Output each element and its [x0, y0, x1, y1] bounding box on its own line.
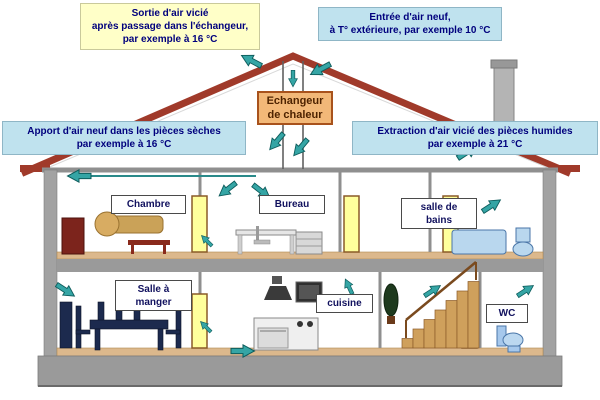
callout-line: Entrée d'air neuf,	[369, 12, 451, 23]
exchanger-line: Echangeur	[266, 95, 324, 107]
airflow-arrow-icon	[238, 49, 265, 72]
heat-exchanger-box: Echangeur de chaleur	[257, 91, 333, 125]
callout-line: après passage dans l'échangeur,	[91, 21, 249, 32]
plant	[383, 283, 399, 324]
room-label-cuisine: cuisine	[316, 294, 373, 313]
room-label-salle-de-bains: salle de bains	[401, 198, 477, 229]
callout-line: par exemple à 16 °C	[122, 34, 218, 45]
door	[191, 293, 208, 349]
callout-line: par exemple à 21 °C	[427, 139, 523, 150]
room-label-text: cuisine	[327, 298, 362, 309]
office-furniture	[235, 226, 323, 255]
callout-fresh-air-inlet: Entrée d'air neuf, à T° extérieure, par …	[318, 7, 502, 41]
callout-line: par exemple à 16 °C	[76, 139, 172, 150]
door	[191, 195, 208, 253]
room-label-text: Chambre	[126, 199, 171, 210]
room-label-text: Bureau	[274, 199, 310, 210]
airflow-arrow-icon	[479, 194, 504, 217]
callout-stale-air-exit: Sortie d'air vicié après passage dans l'…	[80, 3, 260, 50]
stairs	[401, 261, 480, 349]
room-label-text: manger	[135, 296, 172, 308]
bathroom-fixtures	[451, 227, 534, 257]
callout-fresh-air-supply: Apport d'air neuf dans les pièces sèches…	[2, 121, 246, 155]
walls-and-floors	[37, 167, 563, 387]
callout-line: Extraction d'air vicié des pièces humide…	[377, 126, 573, 137]
room-label-text: Salle à	[137, 283, 170, 295]
room-label-chambre: Chambre	[111, 195, 186, 214]
kitchen-appliances	[253, 276, 323, 351]
callout-line: Apport d'air neuf dans les pièces sèches	[27, 126, 221, 137]
exchanger-line: de chaleur	[267, 108, 323, 121]
room-label-text: salle de	[420, 201, 458, 213]
door	[343, 195, 360, 253]
airflow-arrow-icon	[514, 280, 537, 301]
callout-line: Sortie d'air vicié	[131, 8, 209, 19]
wc-toilet	[496, 325, 524, 353]
room-label-bureau: Bureau	[259, 195, 325, 214]
room-label-wc: WC	[486, 304, 528, 323]
room-label-salle-a-manger: Salle à manger	[115, 280, 192, 311]
room-label-text: bains	[425, 214, 453, 226]
callout-stale-air-extraction: Extraction d'air vicié des pièces humide…	[352, 121, 598, 155]
bedroom-furniture	[61, 211, 170, 255]
airflow-arrow-icon	[215, 178, 240, 201]
callout-line: à T° extérieure, par exemple 10 °C	[329, 25, 491, 36]
room-label-text: WC	[498, 308, 516, 319]
